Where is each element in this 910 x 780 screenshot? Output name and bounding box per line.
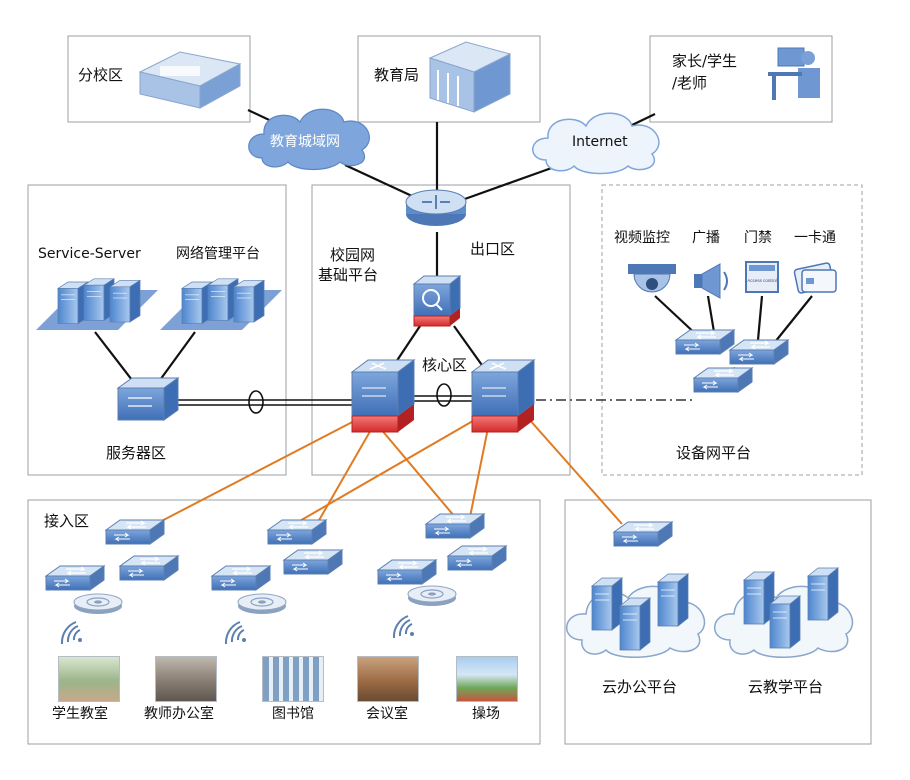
office-photo	[155, 656, 217, 702]
link-internet-router	[461, 163, 561, 202]
classroom-photo	[58, 656, 120, 702]
access-control-text: Access control	[747, 278, 776, 283]
camera-icon	[628, 264, 676, 293]
orange-uplinks	[149, 417, 623, 528]
parents-label-line1: 家长/学生	[672, 52, 738, 70]
firewall-icon	[412, 274, 462, 327]
access-control-icon: Access control	[745, 261, 779, 293]
access-switch-2c-icon	[283, 549, 343, 575]
link-srv2-switch	[159, 331, 196, 381]
access-zone-label: 接入区	[44, 512, 90, 530]
ap-2-icon	[237, 593, 287, 615]
room-label-library: 图书馆	[272, 706, 314, 722]
access-switch-3a-icon	[425, 513, 485, 539]
speaker-icon	[694, 263, 728, 299]
metro-net-label: 教育城域网	[270, 134, 340, 150]
cloud-office-icon	[565, 573, 706, 658]
room-label-office: 教师办公室	[144, 706, 214, 722]
core-switch-1-icon	[350, 359, 416, 433]
cloud-office-label: 云办公平台	[602, 678, 678, 696]
link-firewall-core2	[453, 325, 485, 369]
internet-cloud	[532, 112, 660, 175]
device-switch-3-icon	[693, 367, 753, 393]
cloud-teaching-icon	[713, 567, 854, 658]
core-zone-box	[311, 184, 571, 476]
access-switch-1b-icon	[45, 565, 105, 591]
broadcast-label: 广播	[692, 230, 720, 246]
access-switch-3b-icon	[377, 559, 437, 585]
cloud-platform-box	[564, 499, 872, 745]
wifi-1-icon	[60, 621, 83, 645]
campus-building-icon	[138, 51, 242, 109]
access-switch-2b-icon	[211, 565, 271, 591]
device-switch-2-icon	[729, 339, 789, 365]
link-dev-card	[774, 295, 813, 343]
person-at-desk-icon	[768, 47, 820, 100]
access-switch-3c-icon	[447, 545, 507, 571]
wifi-3-icon	[392, 615, 415, 639]
bureau-building-icon	[428, 41, 512, 113]
library-photo	[262, 656, 324, 702]
device-net-label: 设备网平台	[676, 444, 752, 462]
access-control-label: 门禁	[744, 230, 772, 246]
parents-label-line2: /老师	[672, 74, 708, 92]
core-switch-2-icon	[470, 359, 536, 433]
campus-platform-line1: 校园网	[330, 246, 376, 264]
ap-3-icon	[407, 585, 457, 607]
meeting-room-photo	[357, 656, 419, 702]
access-switch-1c-icon	[119, 555, 179, 581]
server-cluster-2-icon	[160, 278, 282, 330]
internet-label: Internet	[572, 134, 628, 150]
card-icon	[793, 262, 837, 294]
access-switch-2a-icon	[267, 519, 327, 545]
egress-router-icon	[405, 189, 467, 226]
wifi-2-icon	[224, 621, 247, 645]
server-trunk	[178, 383, 474, 414]
campus-platform-line2: 基础平台	[318, 266, 379, 284]
access-switch-1a-icon	[105, 519, 165, 545]
link-parents-internet	[629, 113, 656, 127]
cloud-teaching-label: 云教学平台	[748, 678, 824, 696]
device-net-box	[601, 184, 863, 476]
room-label-classroom: 学生教室	[52, 706, 108, 722]
ap-1-icon	[73, 593, 123, 615]
service-server-label: Service-Server	[38, 246, 141, 262]
metro-net-cloud	[248, 108, 370, 171]
server-zone-box	[27, 184, 287, 476]
net-mgmt-label: 网络管理平台	[176, 246, 260, 262]
link-dev-door	[756, 295, 764, 341]
server-zone-label: 服务器区	[106, 444, 167, 462]
room-label-meeting: 会议室	[366, 706, 408, 722]
video-surveillance-label: 视频监控	[614, 230, 670, 246]
link-metro-router	[344, 164, 413, 197]
cloud-switch-icon	[613, 521, 673, 547]
branch-campus-label: 分校区	[78, 66, 124, 84]
smart-card-label: 一卡通	[794, 230, 836, 246]
link-srv1-switch	[94, 331, 133, 381]
room-label-playground: 操场	[472, 706, 500, 722]
egress-zone-label: 出口区	[470, 240, 516, 258]
education-bureau-label: 教育局	[374, 66, 420, 84]
server-zone-switch-icon	[116, 377, 180, 421]
device-switch-1-icon	[675, 329, 735, 355]
server-cluster-1-icon	[36, 278, 158, 330]
playground-photo	[456, 656, 518, 702]
core-zone-label: 核心区	[422, 356, 468, 374]
access-zone-box	[27, 499, 541, 745]
